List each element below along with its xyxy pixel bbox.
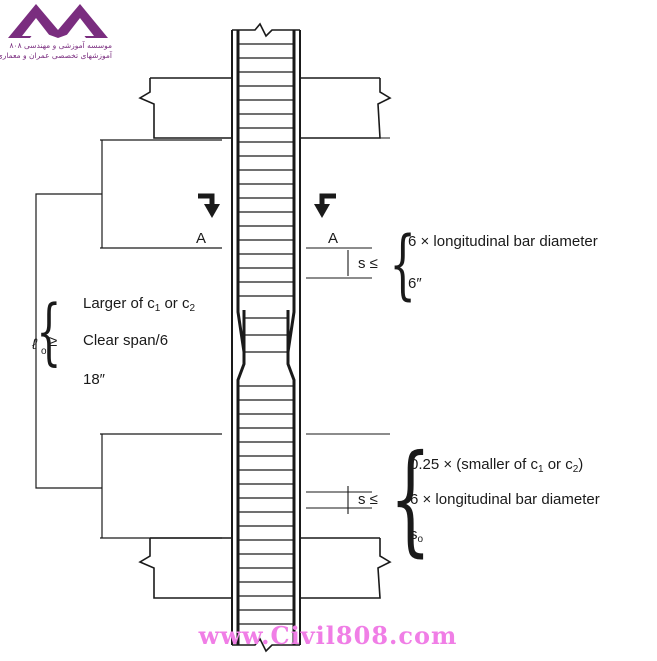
bottom-spacing-symbol: s ≤ bbox=[358, 491, 378, 508]
bottom-spacing-formula: s ≤ { 0.25 × (smaller of c1 or c2) 6 × l… bbox=[358, 428, 600, 568]
lo-brace: { bbox=[36, 289, 61, 373]
top-spacing-item-1: 6 × longitudinal bar diameter bbox=[408, 233, 598, 250]
bottom-spacing-item-1: 0.25 × (smaller of c1 or c2) bbox=[410, 456, 583, 475]
lo-subscript: o bbox=[41, 346, 47, 357]
lo-item-2: Clear span/6 bbox=[83, 332, 168, 349]
bottom-spacing-item-3: so bbox=[410, 526, 424, 545]
section-label-left: A bbox=[196, 230, 206, 247]
column-ties bbox=[238, 43, 294, 625]
right-reference-lines bbox=[306, 137, 390, 514]
top-spacing-formula: s ≤ { 6 × longitudinal bar diameter 6″ bbox=[358, 221, 598, 309]
section-arrow-left bbox=[198, 193, 220, 218]
longitudinal-bars bbox=[236, 30, 296, 645]
logo-text-line1: موسسه آموزشی و مهندسی ۸۰۸ bbox=[10, 40, 112, 50]
section-label-right: A bbox=[328, 230, 338, 247]
lo-item-3: 18″ bbox=[83, 371, 106, 388]
top-spacing-brace: { bbox=[389, 221, 416, 309]
lo-relation: ≥ bbox=[49, 333, 57, 350]
top-spacing-symbol: s ≤ bbox=[358, 255, 378, 272]
watermark-text: www.Civil808.com bbox=[198, 621, 458, 650]
logo-text-line2: آموزشهای تخصصی عمران و معماری bbox=[0, 50, 113, 60]
bottom-spacing-item-2: 6 × longitudinal bar diameter bbox=[410, 491, 600, 508]
lo-dimension bbox=[35, 139, 222, 539]
institute-logo: موسسه آموزشی و مهندسی ۸۰۸ آموزشهای تخصصی… bbox=[0, 4, 113, 60]
bottom-spacing-brace: { bbox=[389, 428, 431, 568]
lo-symbol: ℓ bbox=[31, 336, 38, 353]
section-arrow-right bbox=[314, 193, 336, 218]
lo-formula: ℓ o ≥ { Larger of c1 or c2 Clear span/6 … bbox=[31, 289, 195, 388]
lo-item-1: Larger of c1 or c2 bbox=[83, 295, 195, 314]
logo-mountain-icon bbox=[8, 4, 108, 38]
top-spacing-item-2: 6″ bbox=[408, 275, 422, 292]
column bbox=[231, 22, 301, 653]
upper-slab bbox=[138, 77, 392, 139]
